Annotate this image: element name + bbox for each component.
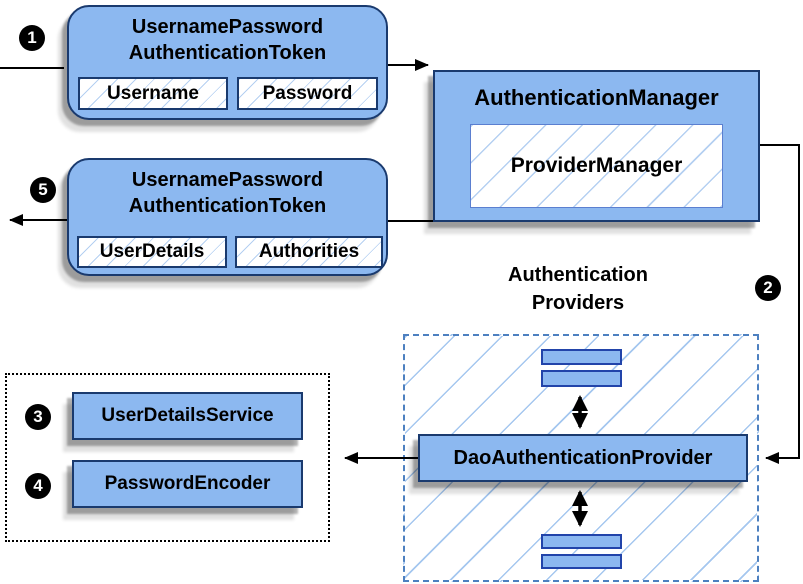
token-response-title-line2: AuthenticationToken (128, 195, 327, 217)
provider-manager-box: ProviderManager (470, 124, 723, 208)
username-password-token-response-node: UsernamePassword AuthenticationToken (67, 158, 388, 276)
password-encoder-node: PasswordEncoder (72, 460, 303, 508)
dao-authentication-provider-node: DaoAuthenticationProvider (418, 434, 748, 482)
provider-placeholder-bar (541, 349, 622, 365)
token-response-title-line1: UsernamePassword (131, 169, 324, 191)
authentication-providers-label: Authentication Providers (453, 261, 703, 317)
provider-placeholder-bar (541, 370, 622, 387)
token-request-title-line1: UsernamePassword (131, 16, 324, 38)
username-field-box: Username (78, 77, 228, 110)
authentication-providers-label-line1: Authentication (508, 264, 648, 286)
step-3-badge: 3 (25, 404, 51, 430)
arrow-manager-to-dao-provider (760, 144, 800, 464)
password-field-box: Password (237, 77, 378, 110)
token-request-title: UsernamePassword AuthenticationToken (69, 14, 386, 66)
step-5-badge: 5 (30, 177, 56, 203)
token-response-title: UsernamePassword AuthenticationToken (69, 167, 386, 219)
step-4-badge: 4 (25, 473, 51, 499)
helper-beans-container (5, 373, 330, 542)
step-1-badge: 1 (19, 25, 45, 51)
user-details-field-box: UserDetails (77, 236, 227, 268)
token-request-title-line2: AuthenticationToken (128, 42, 327, 64)
authentication-manager-title: AuthenticationManager (474, 85, 719, 110)
provider-placeholder-bar (541, 554, 622, 569)
authorities-field-box: Authorities (235, 236, 383, 268)
user-details-service-node: UserDetailsService (72, 392, 303, 440)
step-2-badge: 2 (755, 275, 781, 301)
provider-placeholder-bar (541, 534, 622, 549)
authentication-providers-label-line2: Providers (531, 292, 625, 314)
